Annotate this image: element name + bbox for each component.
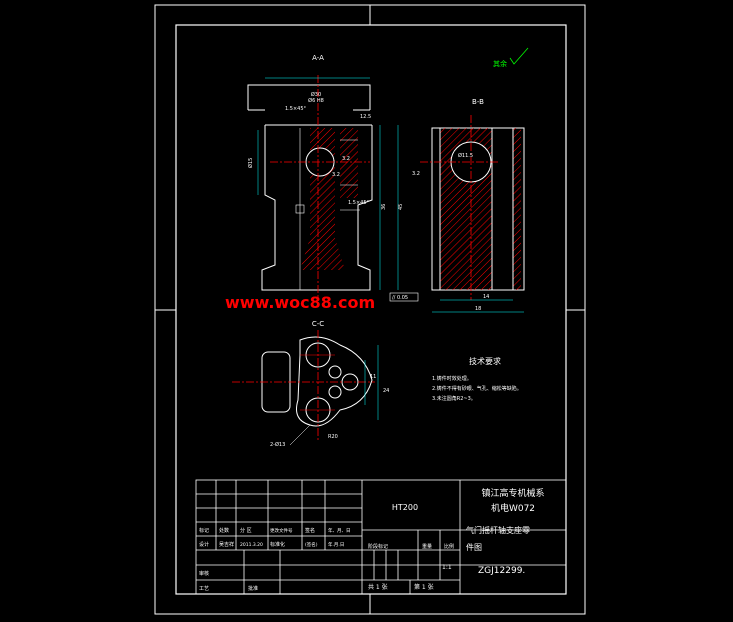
rough-bb: 3.2 [412, 171, 420, 177]
dim-aa-chamfer: 1.5×45° [285, 106, 307, 112]
dim-aa-top: Ø30 [311, 91, 321, 98]
dim-cc-1: 11 [370, 374, 376, 380]
std-label: 标准化 [270, 541, 285, 548]
roughness-symbol-icon [509, 47, 529, 65]
weight-label: 重量 [422, 543, 432, 550]
view-title-bb: B-B [472, 98, 484, 106]
scale: 1:1 [442, 564, 452, 571]
school-line-2: 机电W072 [491, 502, 535, 514]
part-name-line-2: 件图 [466, 542, 482, 552]
roughness-note: 其余 [493, 47, 529, 68]
title-block [195, 479, 567, 595]
designer-name: 吴吉祥 [219, 541, 234, 548]
tech-requirements: 技术要求 1.铸件时效处理。 2.铸件不得有砂眼、气孔、缩松等缺陷。 3.未注圆… [432, 356, 522, 402]
dim-aa-height: 36 [381, 204, 387, 210]
dim-aa-mid2: 3.2 [332, 172, 340, 178]
dim-cc-holes: 2-Ø13 [270, 441, 285, 448]
material: HT200 [392, 503, 418, 512]
dim-bb-hole: Ø11.5 [458, 152, 473, 159]
dim-cc-r: R20 [328, 434, 338, 440]
drawing-number: ZGJ12299. [478, 566, 525, 576]
design-date: 2011.3.20 [240, 542, 263, 548]
std-date: 年.月.日 [328, 541, 344, 548]
watermark: www.woc88.com [225, 293, 375, 312]
title-block-text: HT200 镇江高专机械系 机电W072 气门摇杆轴支座零 件图 ZGJ1229… [199, 487, 545, 592]
ratio-label: 比例 [444, 543, 454, 550]
stage-mark: 阶段标记 [368, 543, 388, 550]
school-line-1: 镇江高专机械系 [481, 487, 544, 499]
view-title-aa: A-A [312, 54, 324, 62]
section-view-cc: C-C 11 24 R20 2-Ø13 [232, 320, 389, 448]
process-label: 工艺 [199, 586, 209, 592]
hdr-doc: 更改文件号 [270, 527, 293, 534]
tolerance-frame: // 0.05 [392, 295, 408, 301]
hdr-count: 处数 [219, 527, 229, 534]
tech-req-item-3: 3.未注圆角R2~3。 [432, 395, 476, 402]
designer-label: 设计 [199, 541, 209, 548]
hdr-sign: 签名 [305, 527, 315, 534]
dim-bb-w2: 18 [475, 306, 481, 312]
section-view-aa: A-A Ø30 Ø6 H8 1.5×45° 12.5 Ø15 3.2 3.2 [247, 54, 419, 302]
std-sign: (签名) [305, 541, 318, 548]
review-label: 审核 [199, 570, 209, 577]
tech-req-item-1: 1.铸件时效处理。 [432, 375, 472, 382]
dim-aa-right: 45 [398, 204, 404, 210]
section-view-bb: B-B 3.2 Ø11.5 14 18 [412, 98, 525, 313]
sheet-total: 共 1 张 [368, 583, 388, 591]
dim-aa-left: Ø15 [247, 158, 254, 168]
view-title-cc: C-C [312, 320, 324, 328]
part-name-line-1: 气门摇杆轴支座零 [466, 525, 530, 535]
rough-aa-1: 12.5 [360, 114, 371, 120]
hdr-zone: 分 区 [240, 527, 252, 534]
dim-bb-w1: 14 [483, 294, 489, 300]
tech-req-item-2: 2.铸件不得有砂眼、气孔、缩松等缺陷。 [432, 385, 522, 392]
hdr-mark: 标记 [199, 527, 209, 534]
sheet-no: 第 1 张 [414, 583, 434, 591]
roughness-note-text: 其余 [493, 59, 507, 68]
dim-aa-chamfer2: 1.5×45° [348, 200, 370, 206]
approve-label: 批准 [248, 585, 258, 592]
dim-aa-thread: Ø6 H8 [308, 97, 324, 104]
section-hatch-aa [310, 128, 335, 238]
hdr-date: 年、月、日 [328, 527, 351, 534]
dim-cc-2: 24 [383, 388, 389, 394]
dim-aa-mid1: 3.2 [342, 156, 350, 162]
tech-req-title: 技术要求 [469, 356, 501, 366]
